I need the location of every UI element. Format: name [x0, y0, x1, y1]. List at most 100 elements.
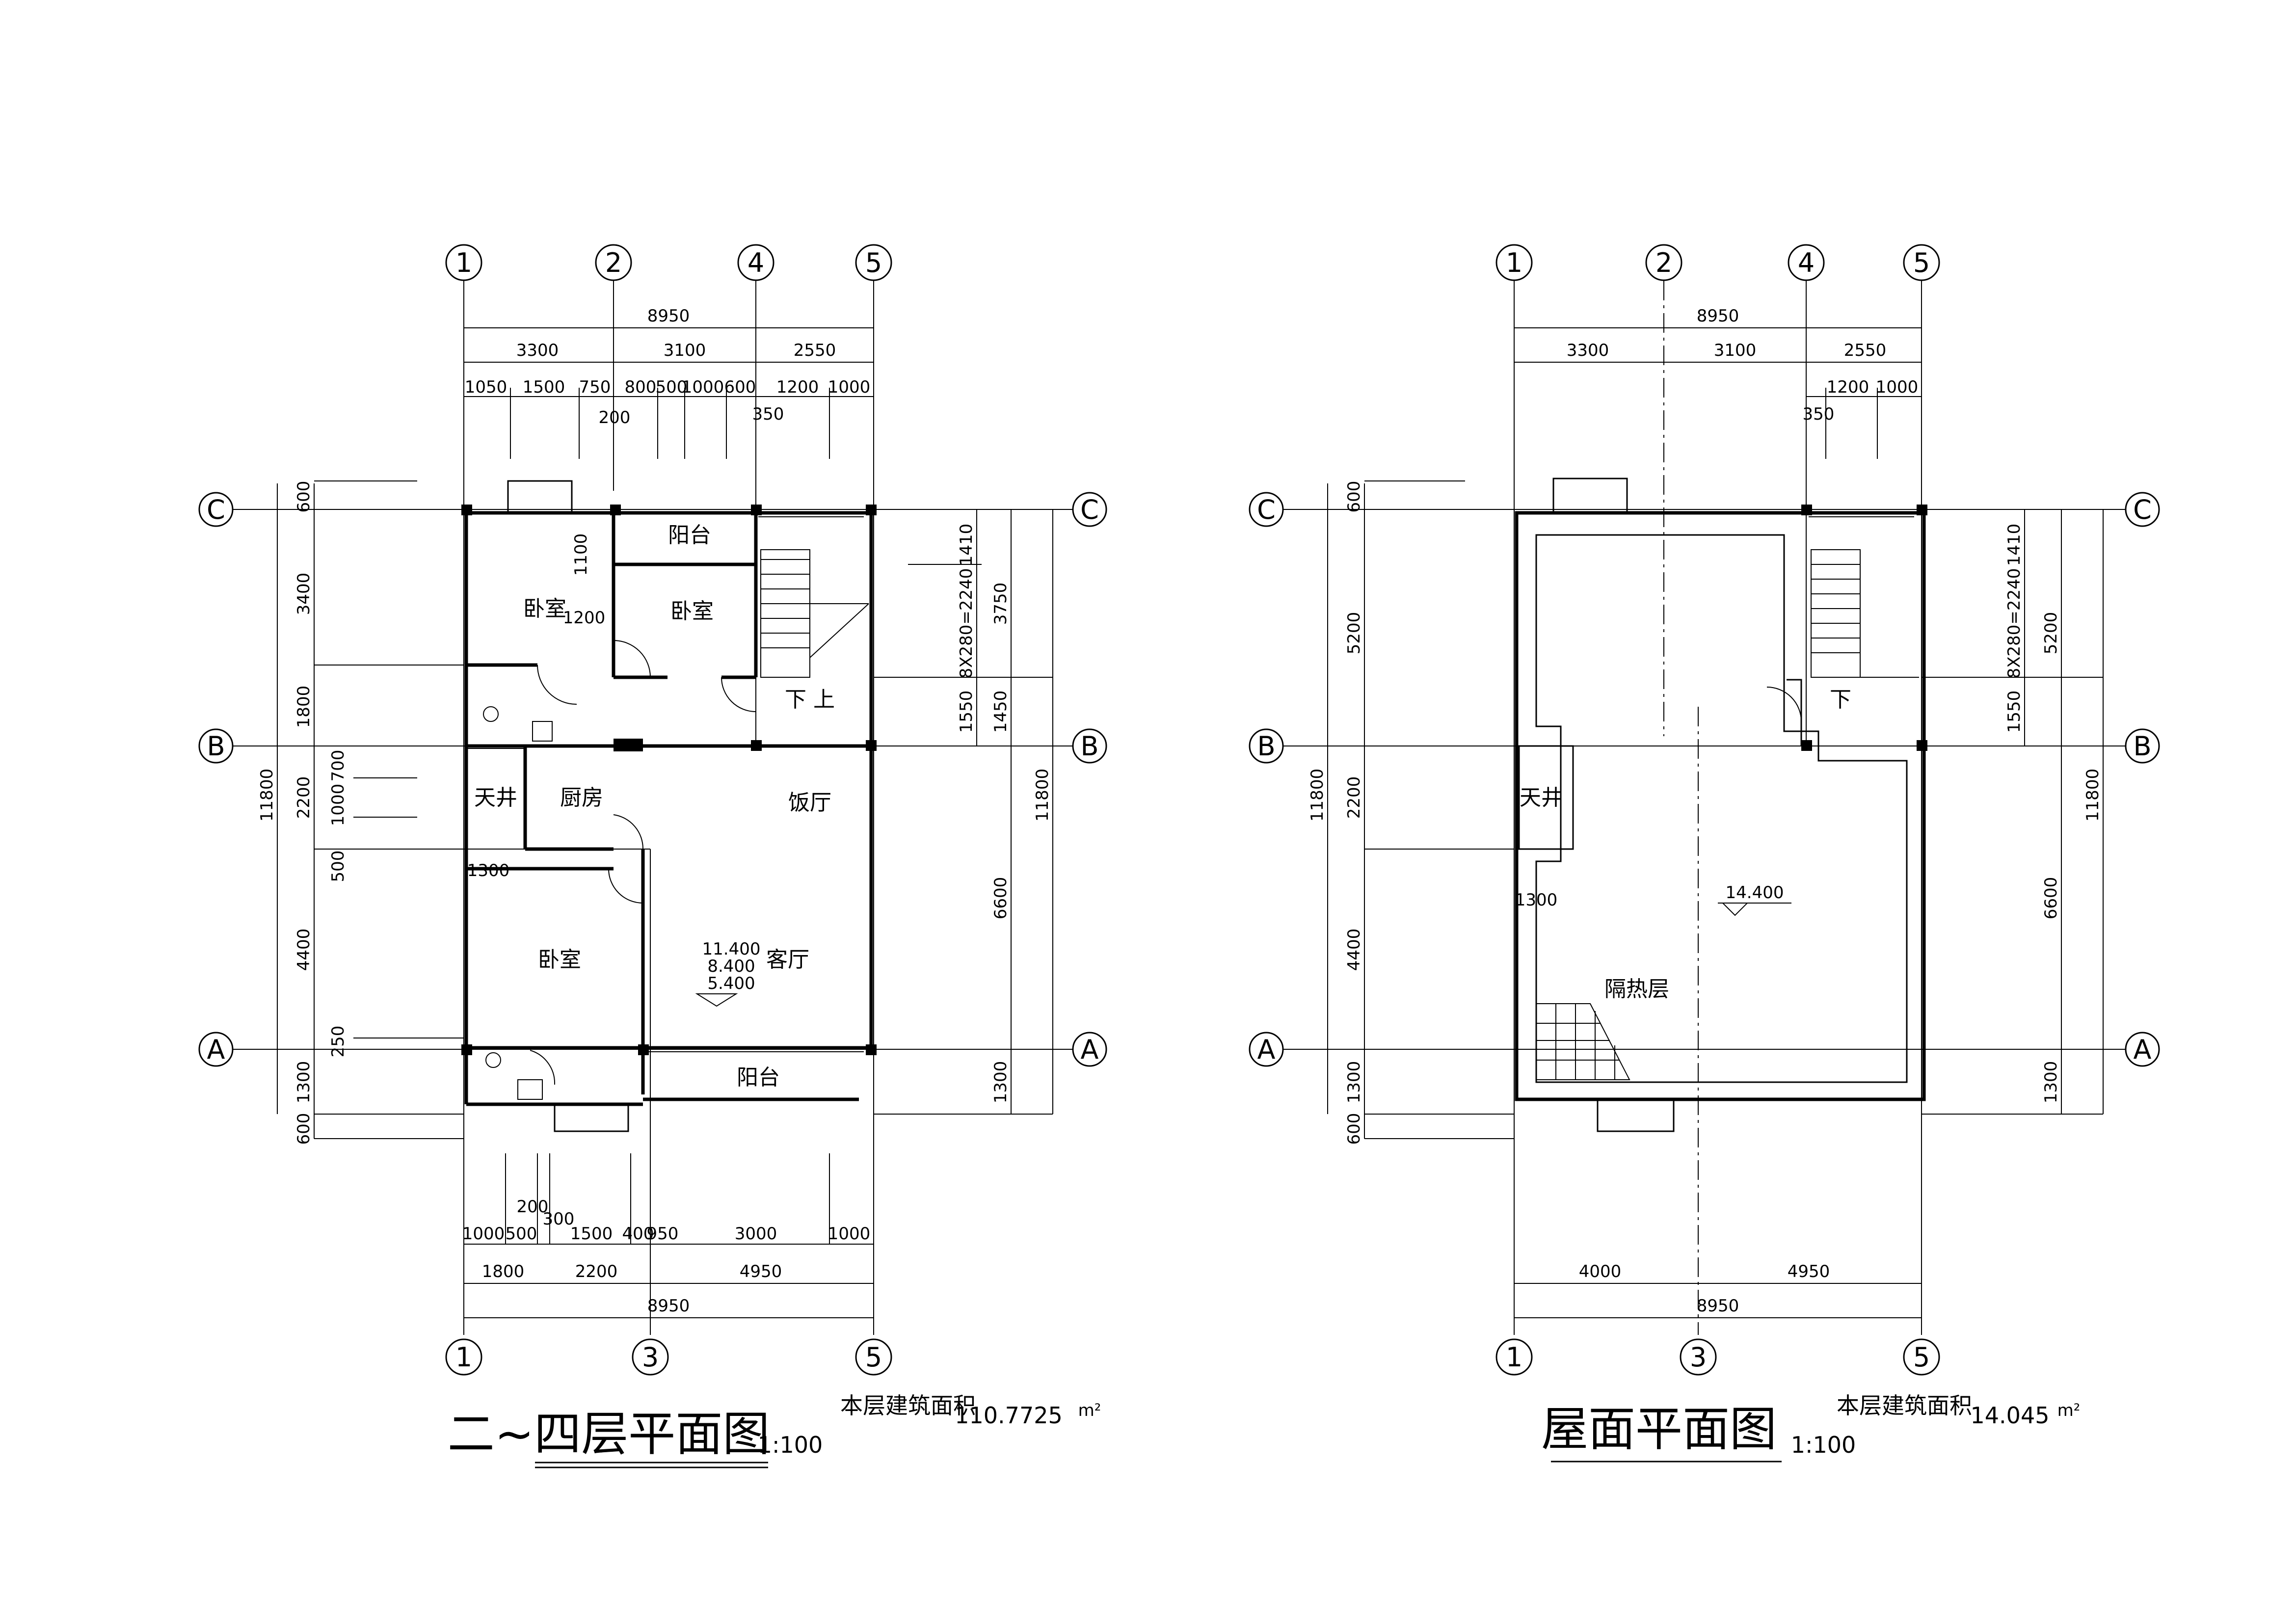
dim-text: 250 [328, 1026, 348, 1058]
axis-label: B [207, 731, 225, 762]
dim-text: 350 [752, 404, 784, 424]
dim-text: 1800 [482, 1262, 525, 1281]
dim-text: 8950 [1697, 306, 1739, 326]
dim-text: 350 [1803, 404, 1835, 424]
room-label-bedroom: 卧室 [538, 947, 581, 972]
axis-label: 5 [1913, 1342, 1930, 1373]
dim-text: 1410 [2004, 524, 2024, 566]
dim-text: 1000 [682, 377, 724, 397]
dim-text: 2550 [1844, 341, 1887, 360]
dim-text: 600 [1344, 1113, 1364, 1145]
left-side-dimensions: 11800 600 3400 1800 2200 500 4400 1300 6… [257, 480, 650, 1145]
room-label-balcony: 阳台 [737, 1065, 780, 1090]
room-label-skywell: 天井 [474, 785, 517, 810]
left-title-block: 二~四层平面图 1:100 本层建筑面积 110.7725 m² [448, 1392, 1101, 1468]
axis-label: A [207, 1034, 225, 1065]
axis-label: C [2133, 494, 2152, 525]
axis-label: C [1080, 494, 1099, 525]
axis-label: 5 [865, 247, 882, 278]
dim-text: 1300 [1515, 890, 1558, 910]
dim-text: 11800 [2083, 769, 2103, 822]
room-label-stair: 下 上 [785, 687, 835, 712]
dim-text: 1800 [294, 686, 314, 728]
dim-text: 1300 [467, 861, 510, 880]
axis-label: 5 [865, 1342, 882, 1373]
dim-text: 1000 [328, 784, 348, 826]
right-labels: 下 天井 隔热层 14.400 1300 [1515, 687, 1851, 1002]
area-unit: m² [2057, 1401, 2081, 1420]
dim-text: 2200 [1344, 776, 1364, 819]
dim-text: 8950 [647, 306, 690, 326]
dim-text: 5200 [1344, 612, 1364, 655]
dim-text: 4400 [294, 929, 314, 971]
dim-text: 500 [506, 1224, 537, 1244]
axis-label: 3 [642, 1342, 659, 1373]
elevation-text: 14.400 [1726, 883, 1784, 903]
dim-text: 700 [328, 750, 348, 782]
axis-label: 1 [1506, 1342, 1522, 1373]
dim-text: 2200 [575, 1262, 618, 1281]
dim-text: 1500 [570, 1224, 613, 1244]
dim-text: 200 [517, 1197, 549, 1217]
right-bottom-dimensions: 4000 4950 8950 1 3 5 [1495, 1262, 1940, 1376]
left-top-dimensions: 8950 3300 3100 2550 1050 1500 750 800 50… [464, 306, 874, 459]
dim-text: 200 [599, 408, 631, 427]
plan-title: 屋面平面图 [1541, 1402, 1777, 1457]
right-right-dimensions: 11800 5200 6600 1300 1410 8X280=2240 155… [1922, 509, 2104, 1115]
dim-text: 1550 [957, 691, 976, 733]
dim-text: 500 [328, 851, 348, 882]
left-walls [461, 480, 877, 1132]
dim-text: 1100 [571, 533, 591, 576]
plan-scale: 1:100 [1791, 1432, 1856, 1458]
dim-text: 1000 [462, 1224, 505, 1244]
right-title-block: 屋面平面图 1:100 本层建筑面积 14.045 m² [1541, 1392, 2081, 1463]
room-label-living: 客厅 [766, 947, 809, 972]
axis-label: C [207, 494, 225, 525]
dim-text: 1500 [523, 377, 565, 397]
axis-label: 1 [455, 247, 472, 278]
dim-text: 1000 [1876, 377, 1919, 397]
room-label-dining: 饭厅 [788, 790, 831, 815]
axis-label: 1 [455, 1342, 472, 1373]
axis-label: 4 [748, 247, 764, 278]
area-unit: m² [1078, 1401, 1101, 1420]
dim-text: 4400 [1344, 929, 1364, 971]
axis-label: B [1080, 731, 1098, 762]
axis-label: 3 [1690, 1342, 1707, 1373]
dim-text: 8950 [647, 1296, 690, 1316]
room-label-insulation: 隔热层 [1604, 977, 1669, 1002]
dim-text: 3400 [294, 573, 314, 615]
axis-label: 4 [1798, 247, 1815, 278]
plan-scale: 1:100 [758, 1432, 823, 1458]
dim-text: 4000 [1579, 1262, 1622, 1281]
axis-label: A [1257, 1034, 1276, 1065]
dim-text: 300 [543, 1209, 575, 1229]
dim-text: 1550 [2004, 691, 2024, 733]
dim-text: 950 [647, 1224, 679, 1244]
dim-text: 8X280=2240 [957, 568, 976, 679]
elevation-text: 8.400 [707, 957, 755, 976]
dim-text: 3100 [1714, 341, 1757, 360]
dim-text: 1300 [1344, 1061, 1364, 1104]
dim-text: 1000 [828, 377, 871, 397]
right-roof-outline [1515, 478, 1927, 1132]
dim-text: 1300 [991, 1061, 1011, 1104]
right-row-axes: C B A C B A [1249, 492, 2160, 1067]
dim-text: 1050 [465, 377, 507, 397]
dim-text: 1300 [2041, 1061, 2061, 1104]
dim-text: 3750 [991, 583, 1011, 625]
room-label-kitchen: 厨房 [560, 785, 603, 810]
axis-label: 5 [1913, 247, 1930, 278]
dim-text: 3300 [1567, 341, 1609, 360]
room-label-balcony: 阳台 [668, 523, 711, 548]
right-top-dimensions: 8950 3300 3100 2550 1200 1000 350 [1514, 306, 1922, 459]
right-plan: 1 2 4 5 8950 3300 3100 2550 1200 1000 35… [1249, 244, 2160, 1463]
axis-label: 2 [605, 247, 622, 278]
room-label-stair: 下 [1830, 687, 1851, 712]
axis-label: 2 [1655, 247, 1672, 278]
dim-text: 800 [625, 377, 657, 397]
dim-text: 1300 [294, 1061, 314, 1104]
dim-text: 1200 [776, 377, 819, 397]
dim-text: 600 [724, 377, 756, 397]
